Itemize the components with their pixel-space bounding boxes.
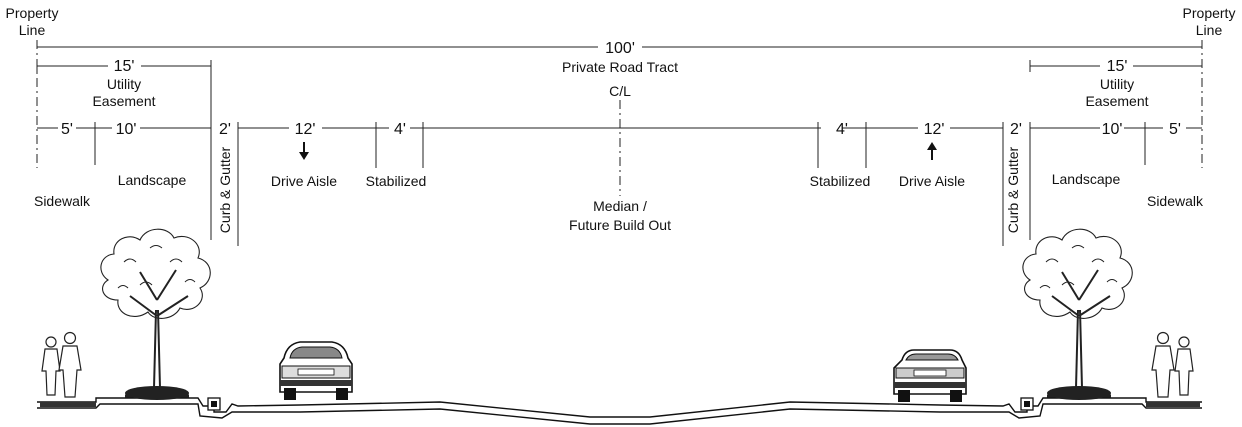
label-drive-aisle-right: Drive Aisle <box>899 173 965 189</box>
total-width-value: 100' <box>605 40 635 57</box>
dim-right-curb: 2' <box>1010 121 1022 138</box>
label-median-1: Median / <box>593 198 647 214</box>
label-stabilized-right: Stabilized <box>810 173 871 189</box>
label-drive-aisle-left: Drive Aisle <box>271 173 337 189</box>
property-line-right-label-2: Line <box>1196 22 1223 38</box>
easement-right-label-1: Utility <box>1100 76 1134 92</box>
property-line-left-label-1: Property <box>6 5 59 21</box>
private-road-tract-label: Private Road Tract <box>562 59 678 75</box>
property-line-left-label-2: Line <box>19 22 46 38</box>
pedestrians-icon <box>41 331 82 398</box>
label-curb-gutter-right: Curb & Gutter <box>1005 146 1021 233</box>
tree-icon <box>1022 228 1133 400</box>
utility-easement-left: 15' Utility Easement <box>36 58 212 240</box>
down-arrow-icon <box>299 142 309 160</box>
tree-icon <box>100 228 211 400</box>
total-width-dimension: 100' Private Road Tract <box>37 40 1202 75</box>
centerline-label: C/L <box>609 83 631 99</box>
easement-left-dimension: 15' <box>114 58 135 75</box>
property-line-right-label-1: Property <box>1183 5 1236 21</box>
label-sidewalk-left: Sidewalk <box>34 193 91 209</box>
road-profile <box>37 397 1202 425</box>
dim-left-drive: 12' <box>295 121 316 138</box>
easement-left-label-1: Utility <box>107 76 141 92</box>
dim-left-landscape: 10' <box>116 121 137 138</box>
segment-dimension-row: 5' 10' 2' 12' 4' 4' 12' 2' 10' 5' <box>37 121 1202 246</box>
dim-right-landscape: 10' <box>1102 121 1123 138</box>
centerline: C/L <box>609 83 631 196</box>
label-curb-gutter-left: Curb & Gutter <box>217 146 233 233</box>
easement-left-label-2: Easement <box>92 93 155 109</box>
label-stabilized-left: Stabilized <box>366 173 427 189</box>
dim-right-sidewalk: 5' <box>1169 121 1181 138</box>
car-icon <box>279 341 353 400</box>
label-sidewalk-right: Sidewalk <box>1147 193 1204 209</box>
pickup-truck-icon <box>893 349 967 402</box>
dim-right-drive: 12' <box>924 121 945 138</box>
dim-right-stabilized: 4' <box>836 121 848 138</box>
label-landscape-left: Landscape <box>118 172 187 188</box>
label-landscape-right: Landscape <box>1052 171 1121 187</box>
dim-left-stabilized: 4' <box>394 121 406 138</box>
property-line-right: Property Line <box>1183 5 1236 168</box>
utility-easement-right: 15' Utility Easement <box>1029 58 1202 109</box>
pedestrians-icon <box>1151 331 1194 398</box>
easement-right-dimension: 15' <box>1107 58 1128 75</box>
easement-right-label-2: Easement <box>1085 93 1148 109</box>
label-median-2: Future Build Out <box>569 217 671 233</box>
dim-left-sidewalk: 5' <box>61 121 73 138</box>
property-line-left: Property Line <box>6 5 59 168</box>
dim-left-curb: 2' <box>219 121 231 138</box>
up-arrow-icon <box>927 142 937 160</box>
